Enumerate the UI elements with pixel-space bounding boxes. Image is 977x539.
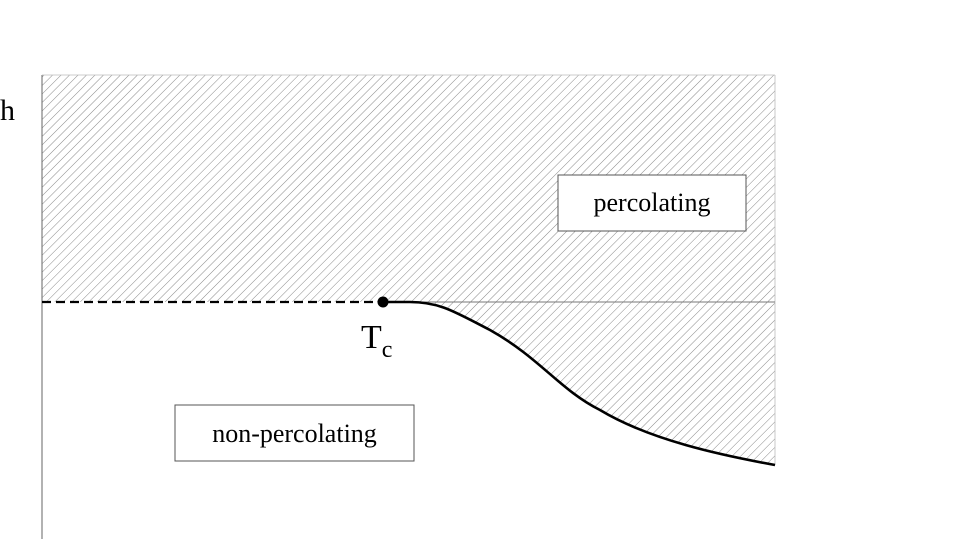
axis-label-h: h	[0, 94, 15, 127]
critical-point-label-subscript: c	[382, 337, 393, 363]
critical-point-label: Tc	[361, 319, 392, 363]
percolating-label-box: percolating	[557, 174, 747, 232]
non-percolating-label-box: non-percolating	[174, 404, 415, 462]
critical-point-marker	[377, 296, 389, 308]
non-percolating-label: non-percolating	[212, 419, 377, 448]
critical-point-label-main: T	[361, 319, 382, 356]
percolation-line-curve	[383, 300, 776, 467]
percolating-region-lower	[383, 302, 775, 465]
percolating-label: percolating	[594, 188, 711, 217]
